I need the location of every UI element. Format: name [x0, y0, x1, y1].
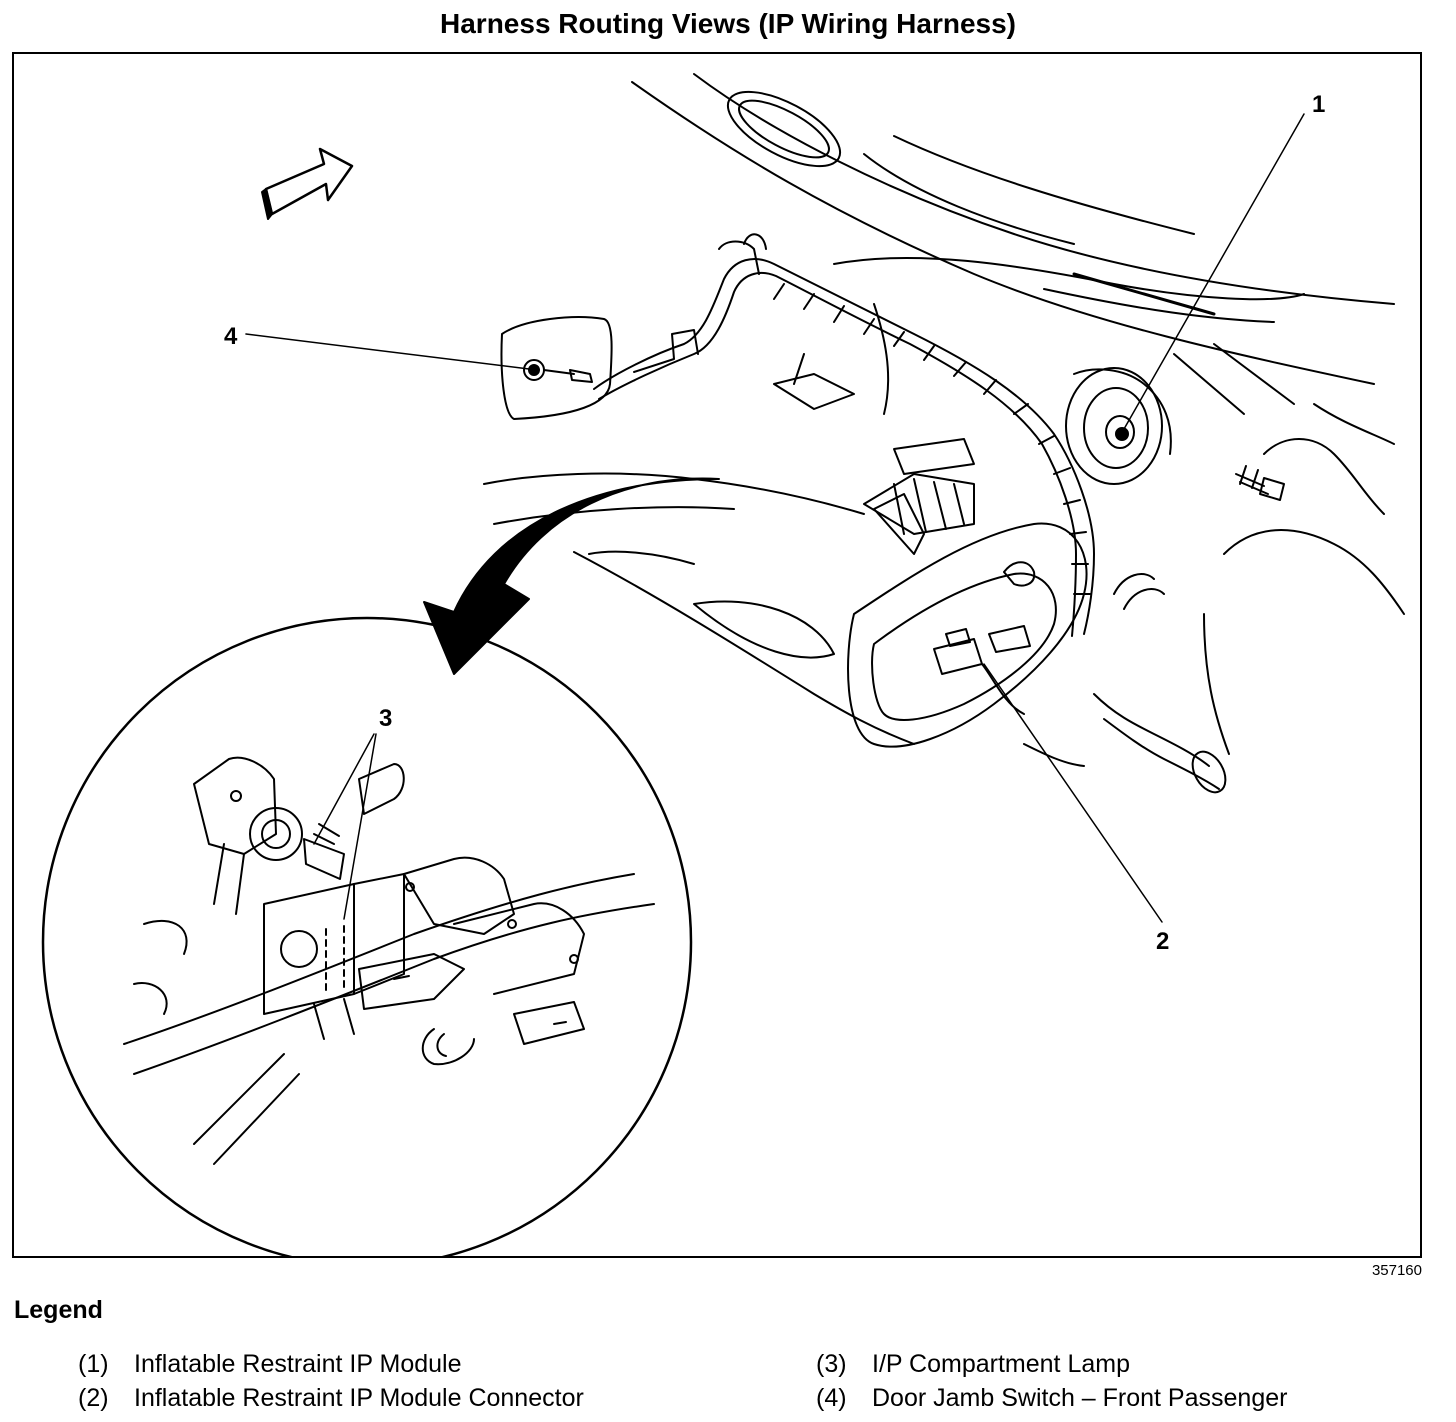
wiring-harness: [593, 233, 1095, 637]
harness-illustration: 1 2 3 4: [41, 73, 1405, 1256]
harness-exit: [1023, 573, 1227, 794]
detail-view: [41, 616, 693, 1256]
direction-arrow-icon: [261, 147, 354, 220]
legend-item-text: I/P Compartment Lamp: [872, 1350, 1130, 1378]
legend-item-number: (2): [78, 1384, 109, 1412]
diagram-title: Harness Routing Views (IP Wiring Harness…: [440, 8, 1016, 39]
legend-item-1: (1) Inflatable Restraint IP Module: [78, 1350, 462, 1379]
callout-4: 4: [224, 323, 238, 350]
dashboard-outline: [631, 73, 1405, 755]
legend-item-text: Inflatable Restraint IP Module: [134, 1350, 462, 1378]
legend-item-number: (1): [78, 1350, 109, 1378]
figure-id: 357160: [1371, 1262, 1422, 1279]
illustration-frame: 1 2 3 4: [12, 52, 1422, 1258]
legend-heading: Legend: [14, 1296, 103, 1324]
module-connector: [933, 625, 1031, 715]
bolt: [1235, 465, 1285, 501]
legend-item-text: Inflatable Restraint IP Module Connector: [134, 1384, 584, 1412]
legend-item-2: (2) Inflatable Restraint IP Module Connec…: [78, 1384, 584, 1413]
legend-item-number: (3): [816, 1350, 847, 1378]
callout-2: 2: [1156, 928, 1169, 955]
restraint-module: [1065, 367, 1172, 485]
callout-1: 1: [1312, 91, 1325, 118]
door-jamb-bracket: [500, 316, 613, 420]
legend-item-number: (4): [816, 1384, 847, 1412]
legend-item-3: (3) I/P Compartment Lamp: [816, 1350, 1130, 1379]
legend-item-4: (4) Door Jamb Switch – Front Passenger: [816, 1384, 1287, 1413]
callout-3: 3: [379, 705, 392, 732]
zoom-arrow-icon: [423, 477, 720, 675]
legend-item-text: Door Jamb Switch – Front Passenger: [872, 1384, 1288, 1412]
leader-lines: [245, 113, 1305, 923]
